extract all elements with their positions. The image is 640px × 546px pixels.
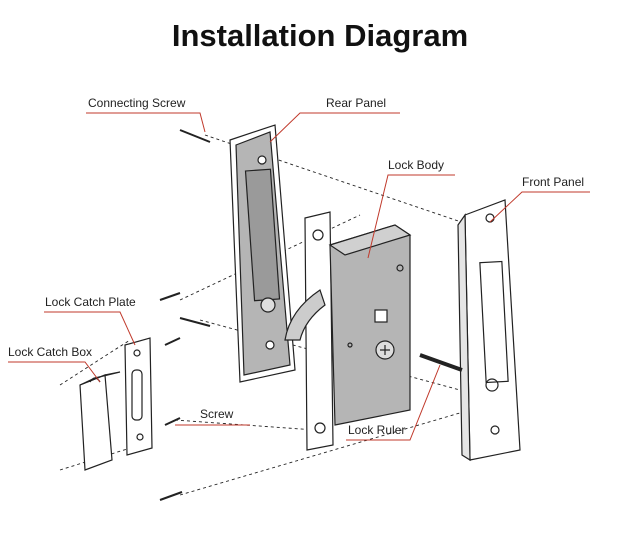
label-connecting-screw: Connecting Screw [88, 96, 186, 110]
label-screw: Screw [200, 407, 234, 421]
label-lock-body: Lock Body [388, 158, 445, 172]
label-lock-catch-box: Lock Catch Box [8, 345, 93, 359]
lock-catch-plate [124, 337, 153, 456]
label-rear-panel: Rear Panel [326, 96, 387, 110]
lock-body [284, 211, 412, 451]
label-front-panel: Front Panel [522, 175, 585, 189]
lock-catch-box [79, 371, 121, 471]
label-lock-ruler: Lock Ruler [348, 423, 406, 437]
leader-lines [8, 112, 590, 441]
screws [159, 129, 211, 501]
diagram-title: Installation Diagram [171, 18, 469, 53]
front-panel [419, 199, 521, 462]
label-lock-catch-plate: Lock Catch Plate [45, 295, 136, 309]
rear-panel [229, 124, 296, 383]
